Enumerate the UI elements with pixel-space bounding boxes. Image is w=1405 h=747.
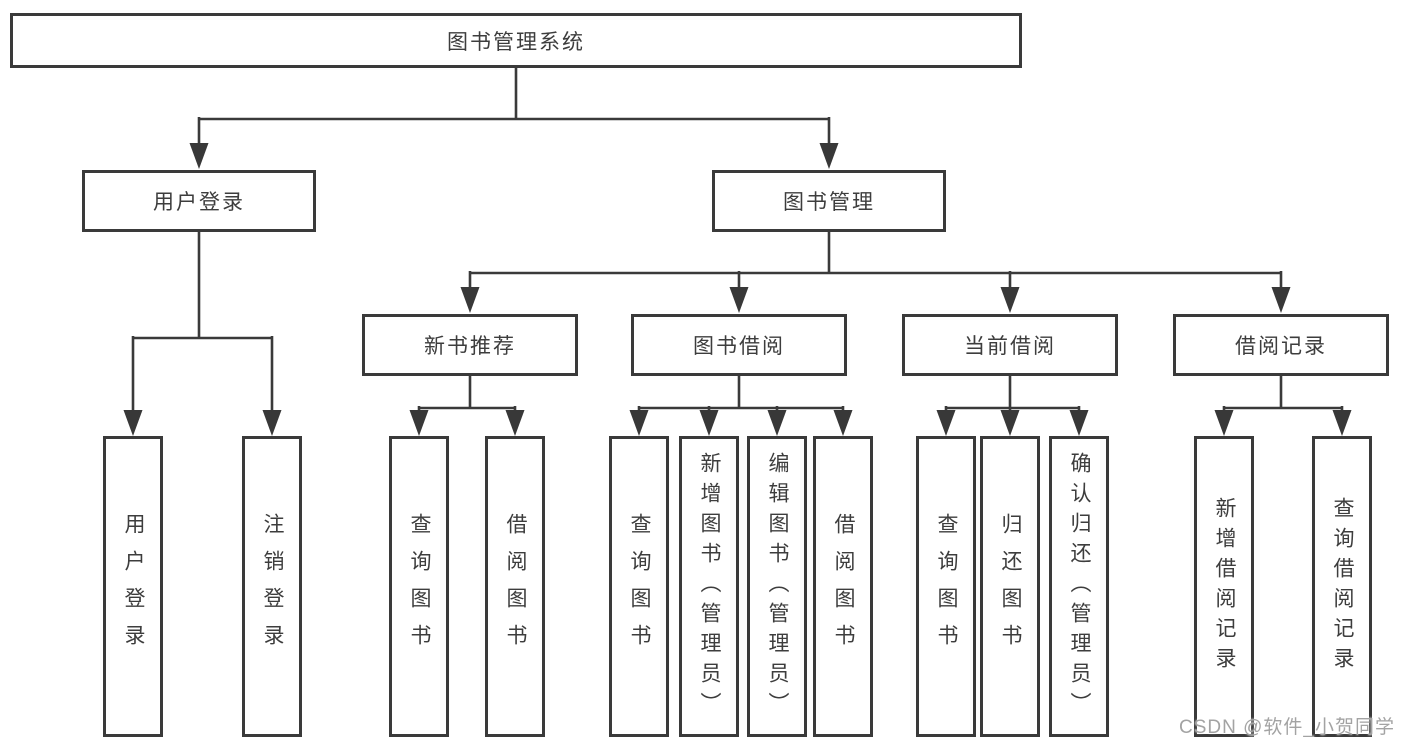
arrowhead	[936, 410, 956, 436]
node-leaf-add-borrow-record: 新增借阅记录	[1194, 436, 1254, 737]
arrowhead	[262, 410, 282, 436]
node-book-borrowing: 图书借阅	[631, 314, 847, 376]
arrowhead	[1069, 410, 1089, 436]
arrowhead	[629, 410, 649, 436]
arrowhead	[819, 143, 839, 169]
arrowhead	[1000, 410, 1020, 436]
node-leaf-query-books-recommend: 查询图书	[389, 436, 449, 737]
node-leaf-borrow-books-recommend: 借阅图书	[485, 436, 545, 737]
arrowhead	[699, 410, 719, 436]
node-current-borrowing: 当前借阅	[902, 314, 1118, 376]
node-user-login: 用户登录	[82, 170, 316, 232]
node-leaf-add-book-admin: 新增图书（管理员）	[679, 436, 739, 737]
node-library-system: 图书管理系统	[10, 13, 1022, 68]
arrowhead	[1332, 410, 1352, 436]
node-leaf-user-login: 用户登录	[103, 436, 163, 737]
arrowhead	[123, 410, 143, 436]
node-borrowing-records: 借阅记录	[1173, 314, 1389, 376]
node-leaf-query-books-current: 查询图书	[916, 436, 976, 737]
node-leaf-return-book: 归还图书	[980, 436, 1040, 737]
arrowhead	[409, 410, 429, 436]
node-leaf-logout: 注销登录	[242, 436, 302, 737]
arrowhead	[767, 410, 787, 436]
watermark-text: CSDN @软件_小贺同学	[1179, 717, 1395, 738]
arrowhead	[833, 410, 853, 436]
node-new-book-recommend: 新书推荐	[362, 314, 578, 376]
arrowhead	[189, 143, 209, 169]
node-leaf-confirm-return-admin: 确认归还（管理员）	[1049, 436, 1109, 737]
node-leaf-edit-book-admin: 编辑图书（管理员）	[747, 436, 807, 737]
arrowhead	[460, 287, 480, 313]
arrowhead	[1214, 410, 1234, 436]
arrowhead	[1000, 287, 1020, 313]
arrowhead	[729, 287, 749, 313]
node-book-management: 图书管理	[712, 170, 946, 232]
arrowhead	[1271, 287, 1291, 313]
node-leaf-query-books-borrowing: 查询图书	[609, 436, 669, 737]
arrowhead	[505, 410, 525, 436]
node-leaf-borrow-books: 借阅图书	[813, 436, 873, 737]
node-leaf-query-borrow-record: 查询借阅记录	[1312, 436, 1372, 737]
